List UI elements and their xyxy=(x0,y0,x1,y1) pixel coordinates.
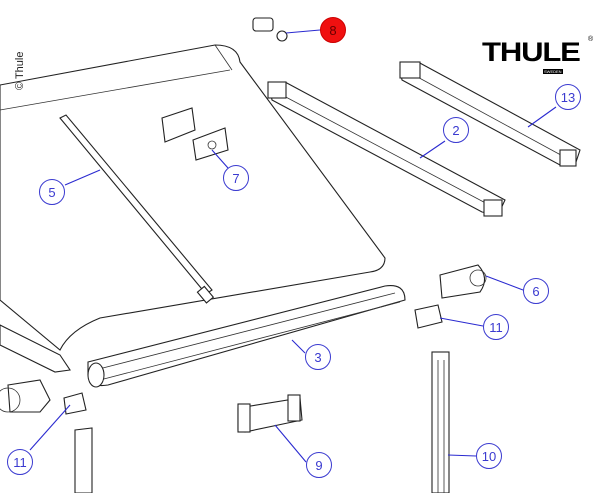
part-8-end-cap xyxy=(252,17,288,42)
left-end-cap xyxy=(0,379,51,413)
part-7-bracket xyxy=(161,107,229,161)
left-leg xyxy=(74,427,93,493)
callout-3[interactable]: 3 xyxy=(305,344,331,370)
awning-fabric xyxy=(0,44,386,351)
part-9-bracket xyxy=(237,394,303,433)
part-5-tension-bar xyxy=(59,114,215,304)
callout-2[interactable]: 2 xyxy=(443,117,469,143)
thule-logo: THULE xyxy=(482,37,581,67)
callout-11-left[interactable]: 11 xyxy=(7,449,33,475)
part-11-left-clip xyxy=(63,392,87,415)
part-3-front-profile xyxy=(87,285,406,388)
callout-10[interactable]: 10 xyxy=(476,443,502,469)
callout-8[interactable]: 8 xyxy=(320,17,346,43)
callout-13[interactable]: 13 xyxy=(555,84,581,110)
callout-6[interactable]: 6 xyxy=(523,278,549,304)
part-10-leg xyxy=(431,351,450,493)
part-13-arm xyxy=(399,61,581,167)
logo-subtext: SWEDEN xyxy=(543,69,563,74)
callout-5[interactable]: 5 xyxy=(39,179,65,205)
logo-registered-mark: ® xyxy=(588,36,594,43)
callout-11-right[interactable]: 11 xyxy=(483,314,509,340)
part-11-right-clip xyxy=(414,304,443,329)
callout-7[interactable]: 7 xyxy=(223,165,249,191)
part-6-end-cap xyxy=(439,264,487,299)
part-2-arm xyxy=(267,81,506,217)
copyright-text: © Thule xyxy=(14,51,26,90)
left-arm xyxy=(0,324,71,373)
callout-9[interactable]: 9 xyxy=(306,452,332,478)
